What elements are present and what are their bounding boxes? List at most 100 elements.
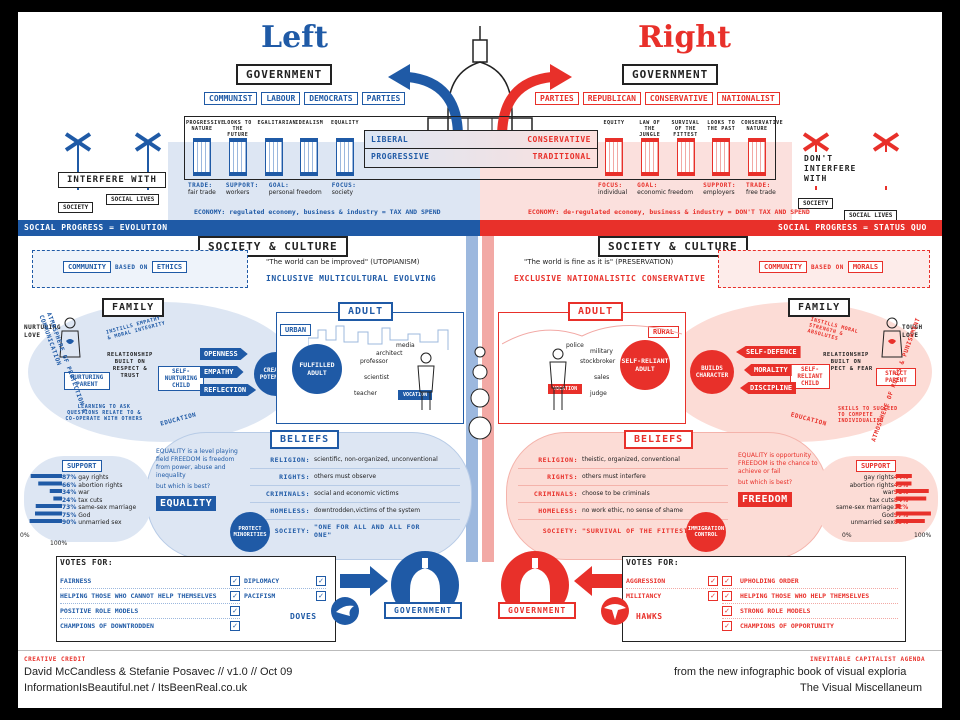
support-item: gay rights bbox=[76, 474, 109, 481]
party-communist: COMMUNIST bbox=[204, 92, 258, 105]
pillar-law-of-jungle: LAW OF THE JUNGLE bbox=[634, 120, 666, 178]
vote-item: FAIRNESS✓ bbox=[60, 574, 240, 589]
support-bar bbox=[53, 496, 62, 501]
pillar-icon bbox=[264, 138, 283, 176]
fulfilled-adult-circle: FULFILLED ADULT bbox=[292, 344, 342, 394]
belief-row: RIGHTS:others must observe bbox=[250, 469, 460, 486]
relationship-left: RELATIONSHIP BUILT ON RESPECT & TRUST bbox=[107, 352, 153, 379]
support-item: unmarried sex bbox=[76, 519, 122, 526]
votes-left-col2: DIPLOMACY✓ PACIFISM✓ bbox=[244, 574, 326, 603]
discipline-arrow: DISCIPLINE bbox=[740, 382, 797, 394]
support-row: same-sex marriage12% bbox=[836, 504, 908, 512]
freedom-text: EQUALITY is opportunity FREEDOM is the c… bbox=[738, 452, 818, 475]
nurturing-love: NURTURING LOVE bbox=[24, 324, 62, 339]
vote-item: ✓HELPING THOSE WHO HELP THEMSELVES bbox=[722, 589, 898, 604]
pillar-idealism: IDEALISM bbox=[293, 120, 325, 178]
support-pct: 24% bbox=[62, 496, 77, 504]
self-defence-arrow: SELF-DEFENCE bbox=[736, 346, 801, 358]
pillar-equality: EQUALITY bbox=[329, 120, 361, 178]
social-progress-right-bar bbox=[480, 220, 942, 236]
trade-item: SUPPORT:employers bbox=[703, 182, 737, 196]
vote-item: HELPING THOSE WHO CANNOT HELP THEMSELVES… bbox=[60, 589, 240, 604]
vote-item: DIPLOMACY✓ bbox=[244, 574, 326, 589]
hawk-icon bbox=[601, 597, 629, 625]
beliefs-right-list: RELIGION:theistic, organized, convention… bbox=[518, 452, 728, 542]
job-teacher: teacher bbox=[354, 390, 377, 397]
family-right-banner: FAMILY bbox=[788, 298, 851, 317]
vote-item: ✓STRONG ROLE MODELS bbox=[722, 604, 898, 619]
belief-row: CRIMINALS:choose to be criminals bbox=[518, 486, 728, 503]
job-media: media bbox=[396, 342, 415, 349]
belief-row: SOCIETY:"ONE FOR ALL AND ALL FOR ONE" bbox=[274, 523, 420, 539]
parent-silhouette-left-icon bbox=[59, 317, 81, 358]
job-judge: judge bbox=[590, 390, 607, 397]
protect-minorities-circle: PROTECT MINORITIES bbox=[230, 512, 270, 552]
spectrum-conservative: CONSERVATIVE bbox=[527, 135, 591, 144]
support-right-label: SUPPORT bbox=[856, 460, 896, 472]
equality-question: but which is best? bbox=[156, 483, 211, 490]
pillar-icon bbox=[712, 138, 731, 176]
adult-left-banner: ADULT bbox=[338, 302, 394, 321]
pillar-looks-to-future: LOOKS TO THE FUTURE bbox=[222, 120, 254, 178]
book-title: The Visual Miscellaneum bbox=[800, 682, 923, 694]
support-item: unmarried sex bbox=[850, 519, 894, 526]
based-on-left: BASED ON bbox=[114, 263, 148, 271]
left-trade-row: TRADE:fair trade SUPPORT:workers GOAL:pe… bbox=[188, 182, 356, 197]
freedom-card: EQUALITY is opportunity FREEDOM is the c… bbox=[738, 452, 824, 532]
right-exclusive-text: EXCLUSIVE NATIONALISTIC CONSERVATIVE bbox=[514, 274, 706, 283]
self-nurturing-child-box: SELF-NURTURING CHILD bbox=[158, 366, 204, 391]
right-parties: PARTIES REPUBLICAN CONSERVATIVE NATIONAL… bbox=[535, 92, 780, 105]
book-text: from the new infographic book of visual … bbox=[674, 666, 907, 678]
pillar-icon bbox=[676, 138, 695, 176]
community-right-label: COMMUNITY bbox=[759, 261, 807, 273]
support-pct: 34% bbox=[62, 489, 77, 496]
adult-right-banner: ADULT bbox=[568, 302, 624, 321]
support-item: same-sex marriage bbox=[76, 504, 137, 511]
support-left-hundred: 100% bbox=[50, 540, 68, 547]
relationship-right: RELATIONSHIP BUILT ON RESPECT & FEAR bbox=[819, 352, 873, 372]
ethics-label: ETHICS bbox=[151, 261, 188, 273]
support-bar bbox=[896, 481, 912, 486]
votes-right-panel bbox=[622, 556, 906, 642]
party-conservative: CONSERVATIVE bbox=[644, 92, 713, 105]
title-left: Left bbox=[261, 20, 328, 55]
arrow-to-left-gov-icon bbox=[340, 566, 388, 596]
vote-item: AGGRESSION✓ bbox=[626, 574, 718, 589]
pillar-icon bbox=[193, 138, 211, 176]
support-bar bbox=[35, 511, 62, 516]
left-parties: COMMUNIST LABOUR DEMOCRATS PARTIES bbox=[204, 92, 406, 105]
support-item: God bbox=[76, 511, 91, 519]
self-reliant-adult-circle: SELF-RELIANT ADULT bbox=[620, 340, 670, 390]
checkbox-icon: ✓ bbox=[722, 621, 732, 631]
pillar-icon bbox=[228, 138, 247, 176]
pillar-icon bbox=[748, 138, 766, 176]
right-pillars: EQUITY LAW OF THE JUNGLE SURVIVAL OF THE… bbox=[598, 120, 783, 178]
creative-credit-label: CREATIVE CREDIT bbox=[24, 656, 86, 663]
support-row: 34% war bbox=[62, 489, 136, 497]
community-left-label: COMMUNITY bbox=[63, 261, 111, 273]
trade-item: TRADE:free trade bbox=[746, 182, 776, 196]
support-item: war bbox=[76, 489, 90, 496]
party-nationalist: NATIONALIST bbox=[716, 92, 780, 105]
support-row: 66% abortion rights bbox=[62, 482, 136, 490]
capitol-dome-icon bbox=[388, 26, 572, 141]
self-reliant-child-box: SELF-RELIANT CHILD bbox=[790, 364, 830, 389]
support-pct: 90% bbox=[62, 519, 77, 526]
vocation-left: VOCATION bbox=[398, 390, 433, 400]
belief-row: RIGHTS:others must interfere bbox=[518, 469, 728, 486]
support-bar bbox=[30, 474, 62, 478]
support-left-bars bbox=[29, 474, 63, 523]
belief-row: RELIGION:scientific, non-organized, unco… bbox=[250, 452, 460, 469]
spectrum-liberal: LIBERAL bbox=[371, 135, 409, 144]
vote-item: POSITIVE ROLE MODELS✓ bbox=[60, 604, 240, 619]
left-utopianism-quote: "The world can be improved" (UTOPIANISM) bbox=[266, 258, 420, 266]
job-architect: architect bbox=[376, 350, 403, 357]
url-text[interactable]: InformationIsBeautiful.net / ItsBeenReal… bbox=[24, 682, 248, 694]
support-pct: 87% bbox=[62, 474, 77, 481]
support-left-label: SUPPORT bbox=[62, 460, 102, 472]
social-progress-left-bar bbox=[18, 220, 480, 236]
dove-icon bbox=[331, 597, 359, 625]
vote-item: ✓CHAMPIONS OF OPPORTUNITY bbox=[722, 619, 898, 633]
checkbox-icon: ✓ bbox=[230, 591, 240, 601]
